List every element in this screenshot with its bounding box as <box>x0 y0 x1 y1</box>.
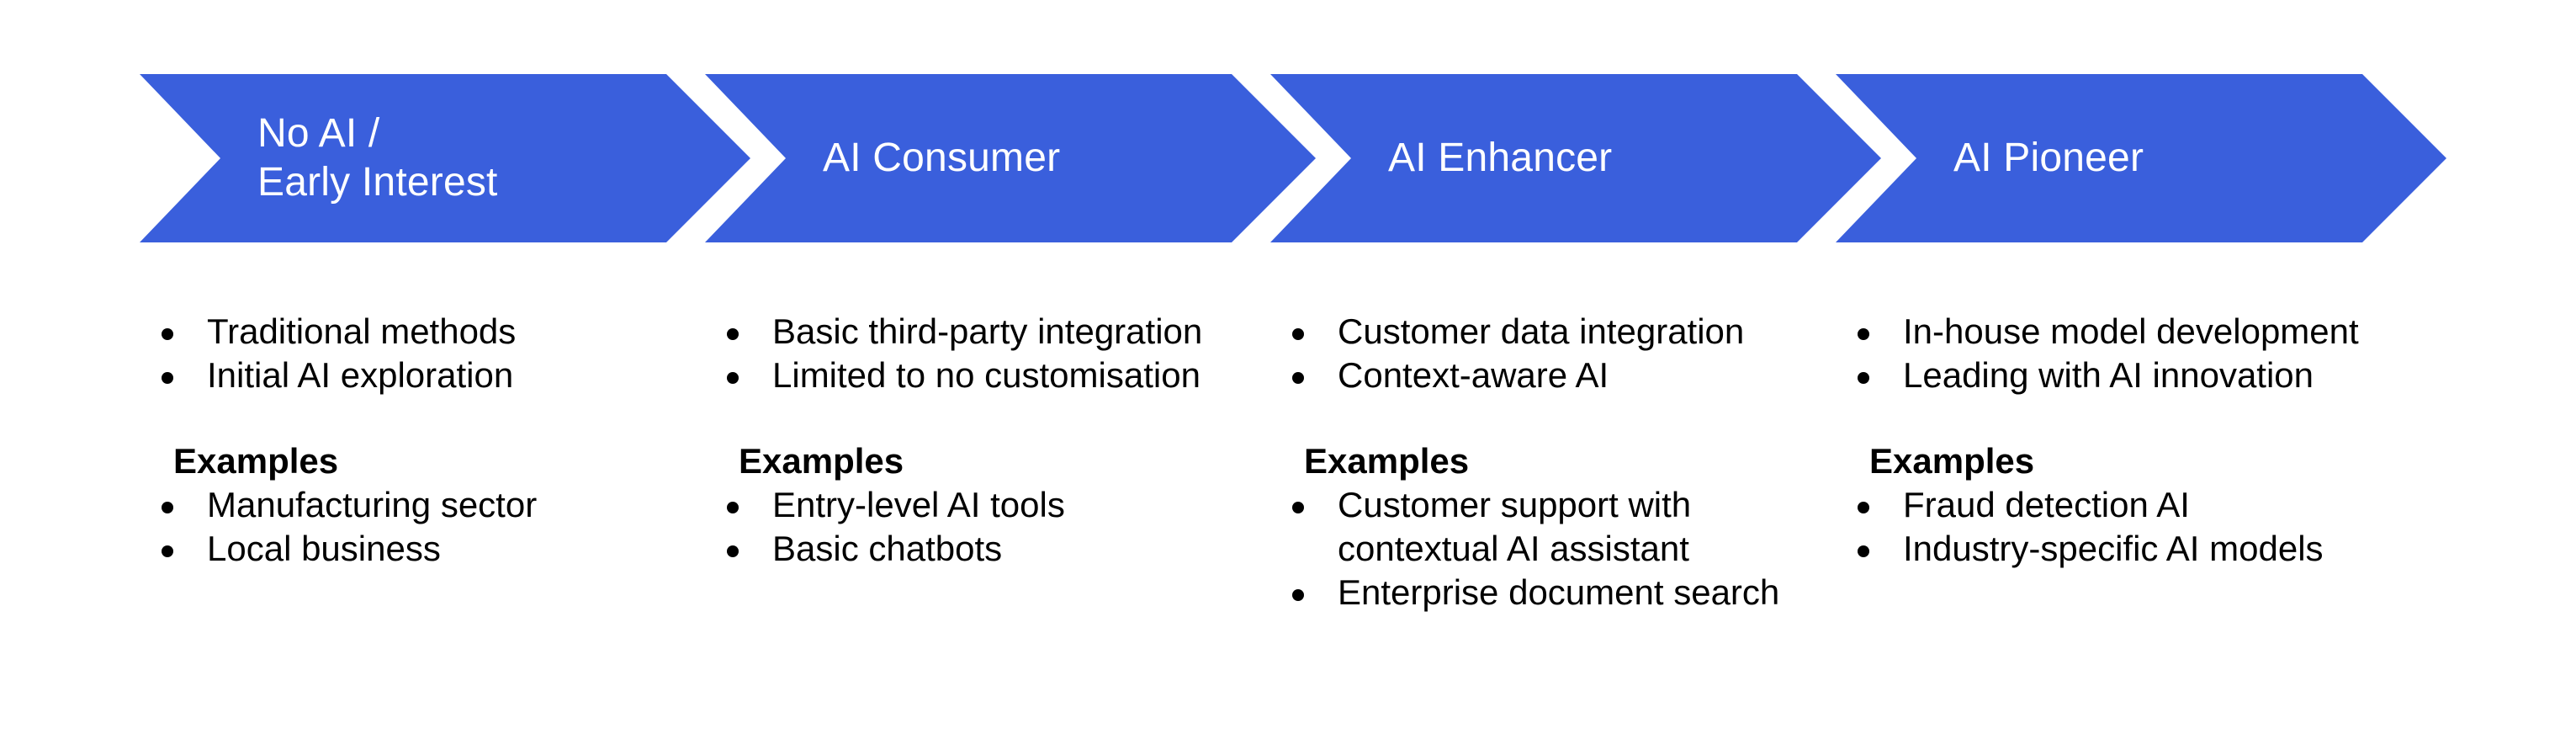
list-item-text: Leading with AI innovation <box>1903 355 2314 395</box>
stage-4-examples-heading: Examples <box>1869 441 2035 481</box>
stage-4-examples-list: Fraud detection AI Industry-specific AI … <box>1847 483 2413 571</box>
list-item: In-house model development <box>1847 310 2413 354</box>
list-item-text: Traditional methods <box>207 311 517 351</box>
bullet-icon <box>1858 502 1869 513</box>
stage-2-chevron: AI Consumer <box>705 74 1316 242</box>
list-item-text: Context-aware AI <box>1338 355 1609 395</box>
bullet-icon <box>1292 328 1304 340</box>
stage-4-traits-list: In-house model development Leading with … <box>1847 310 2413 397</box>
list-item: Context-aware AI <box>1282 354 1847 397</box>
list-item: Entry-level AI tools <box>717 483 1282 527</box>
list-item: Initial AI exploration <box>151 354 717 397</box>
stage-3-title-line-1: AI Enhancer <box>1388 136 1613 180</box>
stage-2-examples-list: Entry-level AI tools Basic chatbots <box>717 483 1282 571</box>
bullet-icon <box>162 502 173 513</box>
list-item-text: Initial AI exploration <box>207 355 514 395</box>
stage-2-title: AI Consumer <box>823 74 1260 242</box>
list-item: Industry-specific AI models <box>1847 527 2413 571</box>
list-item: Basic chatbots <box>717 527 1282 571</box>
list-item-text: Local business <box>207 529 441 568</box>
bullet-icon <box>162 372 173 384</box>
bullet-icon <box>1292 502 1304 513</box>
list-item-text: Fraud detection AI <box>1903 485 2190 524</box>
list-item: Customer data integration <box>1282 310 1847 354</box>
bullet-icon <box>162 328 173 340</box>
chevron-arrow-shape <box>140 74 750 242</box>
list-item-text: Basic third-party integration <box>772 311 1203 351</box>
stage-1-details: Traditional methods Initial AI explorati… <box>151 310 717 571</box>
stage-3-examples-list: Customer support with contextual AI assis… <box>1282 483 1847 614</box>
list-item: Leading with AI innovation <box>1847 354 2413 397</box>
list-item-text: Limited to no customisation <box>772 355 1201 395</box>
chevron-arrow-shape <box>705 74 1316 242</box>
stage-3-traits-list: Customer data integration Context-aware … <box>1282 310 1847 397</box>
stage-2-examples-heading: Examples <box>739 441 904 481</box>
stage-1-examples-heading: Examples <box>173 441 339 481</box>
stage-3-details: Customer data integration Context-aware … <box>1282 310 1847 614</box>
list-item-text: Customer data integration <box>1338 311 1745 351</box>
stage-4-chevron: AI Pioneer <box>1836 74 2446 242</box>
list-item: Basic third-party integration <box>717 310 1282 354</box>
list-item-text: Manufacturing sector <box>207 485 538 524</box>
bullet-icon <box>162 545 173 557</box>
stage-2-traits-list: Basic third-party integration Limited to… <box>717 310 1282 397</box>
list-item-text: Industry-specific AI models <box>1903 529 2324 568</box>
stage-1-traits-list: Traditional methods Initial AI explorati… <box>151 310 717 397</box>
bullet-icon <box>1858 372 1869 384</box>
stage-1-title-line-2: Early Interest <box>257 160 498 205</box>
bullet-icon <box>727 545 739 557</box>
list-item-text-line-1: Customer support with <box>1338 485 1692 524</box>
list-item: Enterprise document search <box>1282 571 1847 614</box>
bullet-icon <box>1858 328 1869 340</box>
stage-3-examples-heading: Examples <box>1304 441 1470 481</box>
stage-1-title: No AI / Early Interest <box>257 74 695 242</box>
stage-4-title: AI Pioneer <box>1953 74 2391 242</box>
list-item: Traditional methods <box>151 310 717 354</box>
list-item: Customer support with contextual AI assis… <box>1282 483 1847 571</box>
stage-2-title-line-1: AI Consumer <box>823 136 1061 180</box>
list-item: Manufacturing sector <box>151 483 717 527</box>
list-item: Limited to no customisation <box>717 354 1282 397</box>
bullet-icon <box>1292 589 1304 601</box>
list-item: Fraud detection AI <box>1847 483 2413 527</box>
stage-2-details: Basic third-party integration Limited to… <box>717 310 1282 571</box>
chevron-arrow-shape <box>1836 74 2446 242</box>
stage-1-examples-list: Manufacturing sector Local business <box>151 483 717 571</box>
stage-4-details: In-house model development Leading with … <box>1847 310 2413 571</box>
list-item-text-line-2: contextual AI assistant <box>1338 529 1689 568</box>
list-item-text: Enterprise document search <box>1338 572 1780 612</box>
bullet-icon <box>1858 545 1869 557</box>
stage-1-title-line-1: No AI / <box>257 111 380 156</box>
list-item: Local business <box>151 527 717 571</box>
stage-3-title: AI Enhancer <box>1388 74 1826 242</box>
bullet-icon <box>727 372 739 384</box>
list-item-text: In-house model development <box>1903 311 2359 351</box>
chevron-arrow-shape <box>1270 74 1881 242</box>
list-item-text: Entry-level AI tools <box>772 485 1065 524</box>
stage-4-title-line-1: AI Pioneer <box>1953 136 2144 180</box>
stage-3-chevron: AI Enhancer <box>1270 74 1881 242</box>
bullet-icon <box>727 502 739 513</box>
bullet-icon <box>727 328 739 340</box>
bullet-icon <box>1292 372 1304 384</box>
stage-1-chevron: No AI / Early Interest <box>140 74 750 242</box>
list-item-text: Basic chatbots <box>772 529 1003 568</box>
